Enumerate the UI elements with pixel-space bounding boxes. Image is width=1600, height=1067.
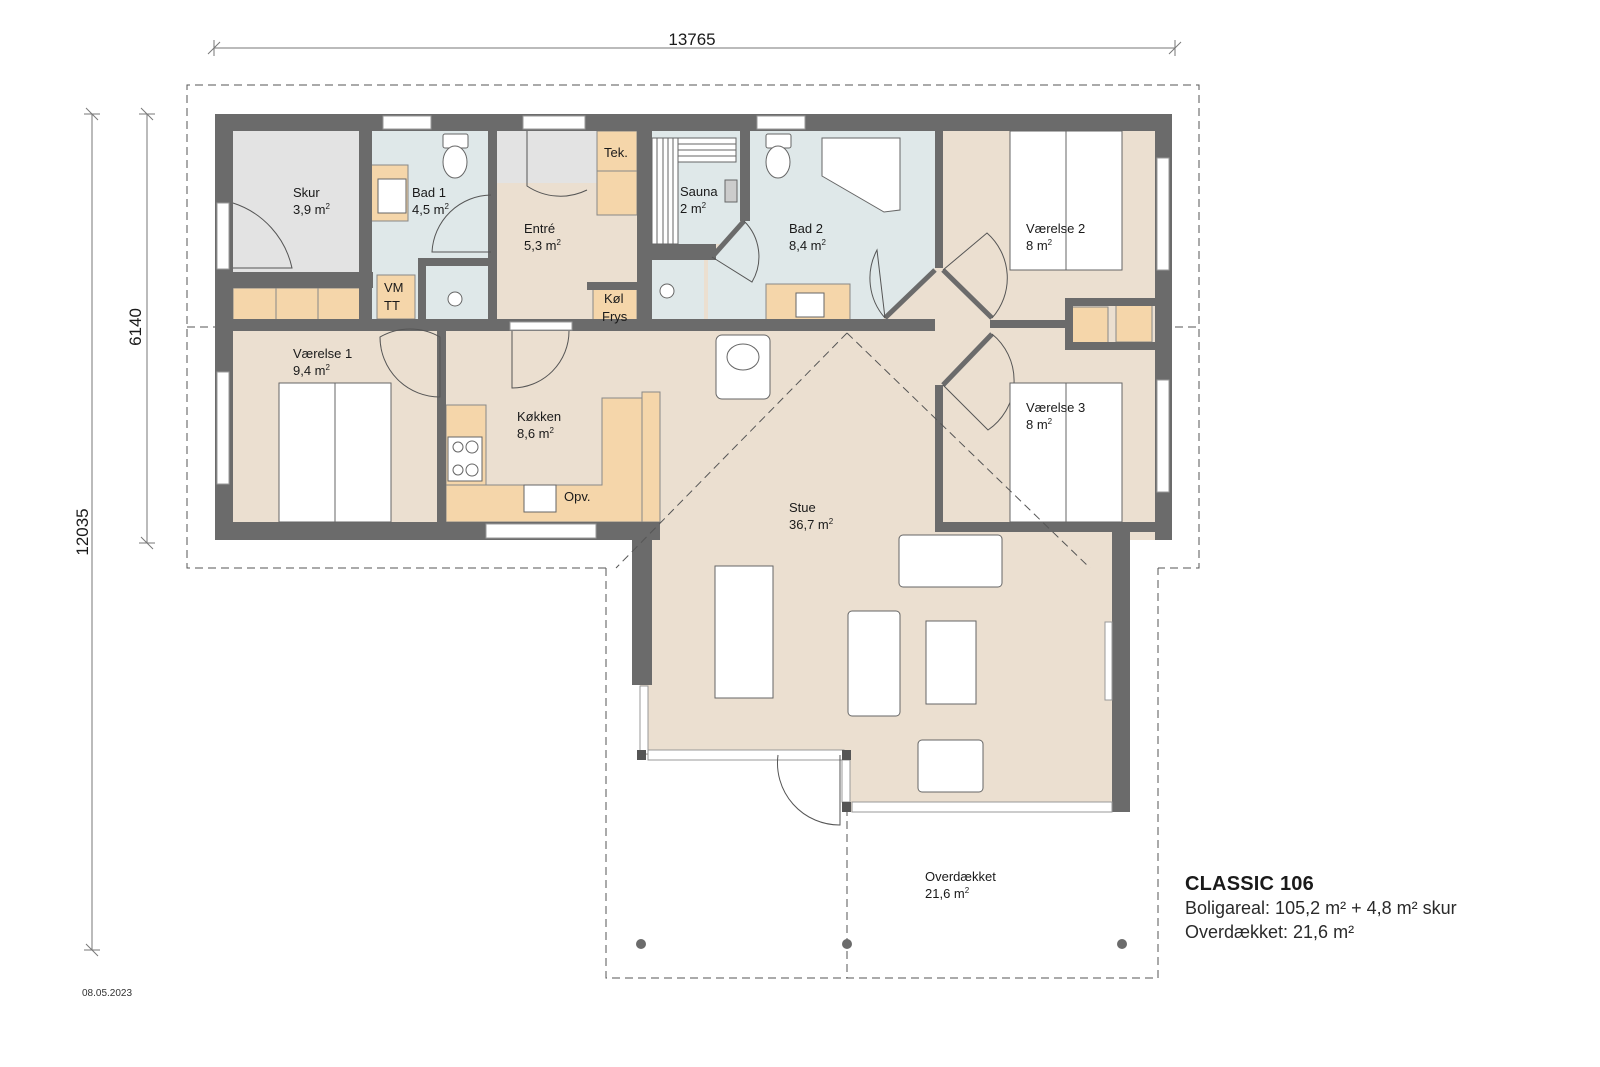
living-area-text: Boligareal: 105,2 m² + 4,8 m² skur: [1185, 898, 1457, 918]
room-stue-name: Stue: [789, 500, 816, 515]
width-dimension-label: 13765: [668, 30, 715, 49]
room-sauna-name: Sauna: [680, 184, 718, 199]
door-swings: [232, 131, 841, 826]
plan-info: CLASSIC 106 Boligareal: 105,2 m² + 4,8 m…: [1185, 873, 1457, 944]
room-vaerelse3-name: Værelse 3: [1026, 400, 1085, 415]
plan-title: CLASSIC 106: [1185, 873, 1314, 895]
room-overdaekket-name: Overdækket: [925, 869, 996, 884]
beds: [278, 130, 1123, 523]
terrace-posts: [636, 939, 1127, 949]
room-skur-name: Skur: [293, 185, 320, 200]
kol-label: Køl: [604, 291, 624, 306]
windows: [216, 115, 1170, 813]
svg-text:21,6 m2: 21,6 m2: [925, 886, 970, 901]
window-posts: [637, 750, 851, 812]
diagonal-doors: [710, 219, 1015, 431]
svg-text:4,5 m2: 4,5 m2: [412, 202, 450, 217]
room-bad2-name: Bad 2: [789, 221, 823, 236]
svg-text:5,3 m2: 5,3 m2: [524, 238, 562, 253]
fixture-labels: Tek. VM TT Køl Frys Opv.: [384, 145, 628, 504]
dimension-height: [84, 107, 155, 957]
total-height-dimension-label: 12035: [73, 508, 92, 555]
room-kokken-name: Køkken: [517, 409, 561, 424]
svg-text:8,6 m2: 8,6 m2: [517, 426, 555, 441]
vm-label: VM: [384, 280, 404, 295]
opv-label: Opv.: [564, 489, 591, 504]
partial-height-dimension-label: 6140: [126, 308, 145, 346]
svg-text:8,4 m2: 8,4 m2: [789, 238, 827, 253]
sauna-bench: [651, 137, 738, 245]
room-entre-name: Entré: [524, 221, 555, 236]
svg-text:2 m2: 2 m2: [680, 201, 707, 216]
living-furniture: [714, 534, 1003, 793]
svg-text:8 m2: 8 m2: [1026, 238, 1053, 253]
dimension-width: [207, 40, 1182, 56]
room-labels: Skur 3,9 m2 Bad 1 4,5 m2 Entré 5,3 m2 Sa…: [293, 184, 1085, 901]
room-bad1-name: Bad 1: [412, 185, 446, 200]
tt-label: TT: [384, 298, 400, 313]
ceiling-lines: [615, 332, 1091, 569]
room-vaerelse1-name: Værelse 1: [293, 346, 352, 361]
bathroom-fixtures: [377, 133, 901, 513]
plan-date: 08.05.2023: [82, 988, 133, 999]
svg-text:36,7 m2: 36,7 m2: [789, 517, 834, 532]
tek-label: Tek.: [604, 145, 628, 160]
room-vaerelse2-name: Værelse 2: [1026, 221, 1085, 236]
covered-area-text: Overdækket: 21,6 m²: [1185, 922, 1355, 942]
svg-text:8 m2: 8 m2: [1026, 417, 1053, 432]
svg-text:9,4 m2: 9,4 m2: [293, 363, 331, 378]
frys-label: Frys: [602, 309, 628, 324]
svg-text:3,9 m2: 3,9 m2: [293, 202, 331, 217]
